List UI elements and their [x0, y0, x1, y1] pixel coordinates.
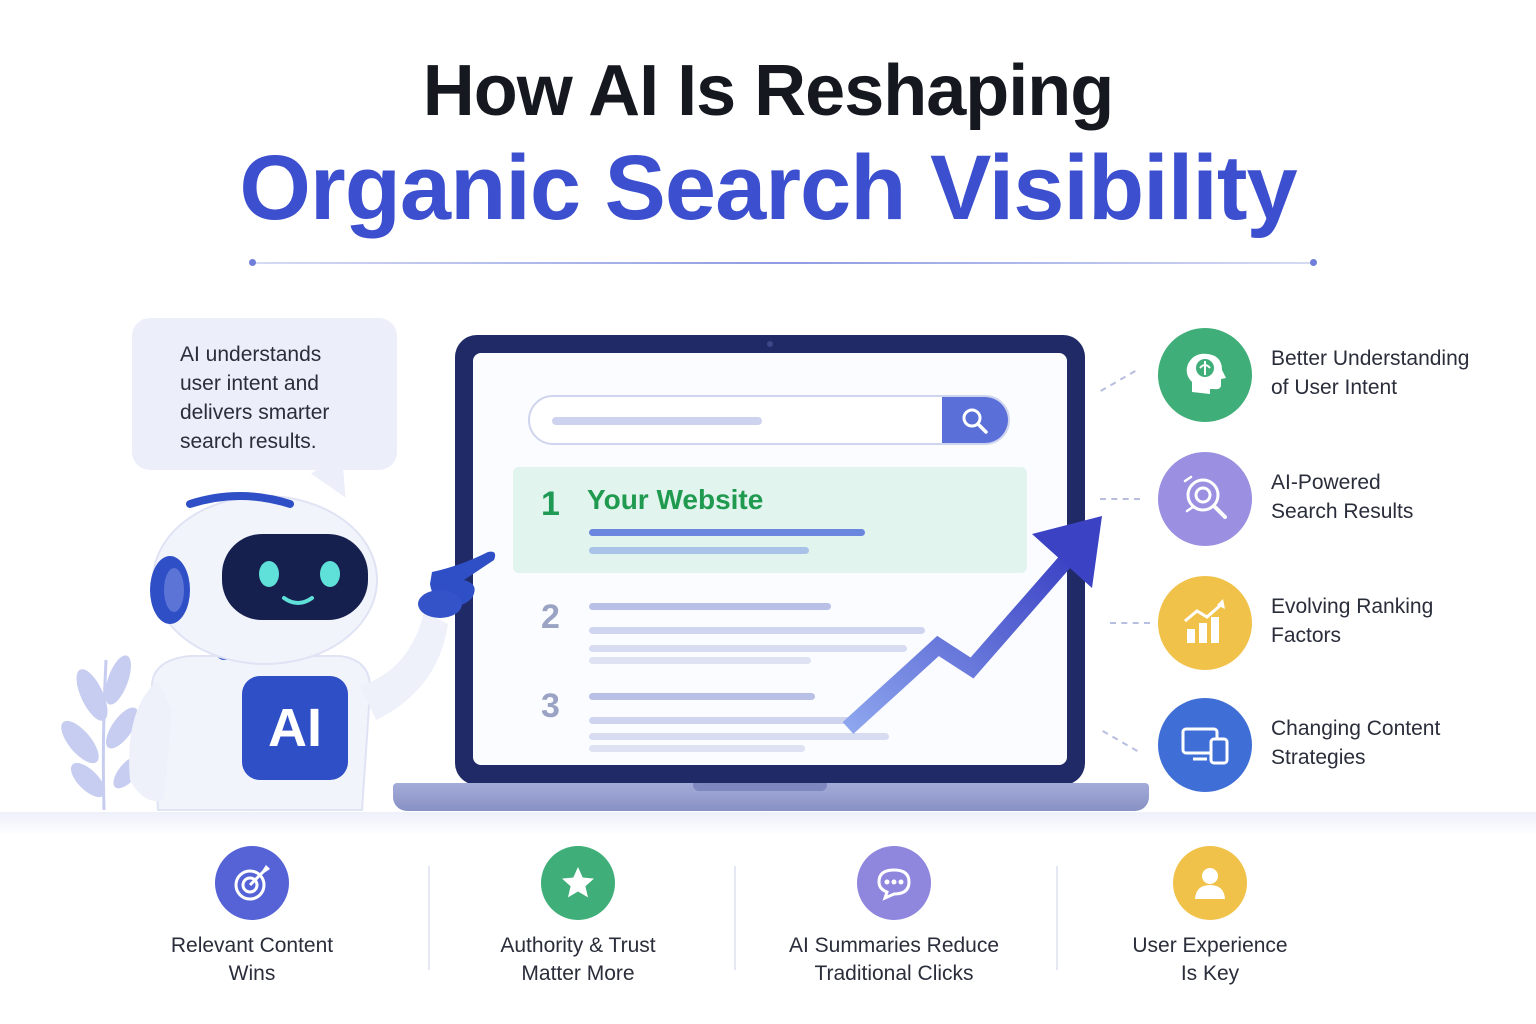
bottom-line: Matter More: [521, 962, 635, 985]
bottom-line: Relevant Content: [170, 934, 334, 957]
bottom-item-relevant-content: Relevant Content Wins: [92, 846, 412, 988]
chat-icon: [857, 846, 931, 920]
feature-connector: [1100, 498, 1140, 500]
result-line: [589, 547, 809, 554]
feature-line: AI-Powered: [1271, 471, 1381, 494]
page-subtitle: Organic Search Visibility: [239, 137, 1297, 239]
feature-text: Better Understanding of User Intent: [1271, 344, 1496, 402]
bubble-line: delivers smarter: [180, 401, 330, 424]
feature-line: Changing Content: [1271, 717, 1441, 740]
feature-item-content: Changing Content Strategies: [1158, 698, 1498, 794]
result-line: [589, 693, 815, 700]
result-title: Your Website: [587, 484, 764, 515]
target-icon: [215, 846, 289, 920]
feature-text: AI-Powered Search Results: [1271, 468, 1496, 526]
page-title: How AI Is Reshaping: [422, 51, 1114, 131]
divider-dot-left: [249, 259, 256, 266]
robot-chest-label: AI: [268, 698, 322, 758]
laptop: 1 Your Website 2 3: [455, 335, 1085, 785]
feature-item-user-intent: Better Understanding of User Intent: [1158, 328, 1498, 424]
feature-connector: [1110, 622, 1150, 624]
bubble-line: search results.: [180, 430, 317, 453]
feature-line: Strategies: [1271, 746, 1366, 769]
search-result-1[interactable]: 1 Your Website: [513, 467, 1027, 573]
laptop-camera: [767, 341, 773, 347]
feature-item-ranking: Evolving Ranking Factors: [1158, 576, 1498, 672]
robot-illustration: [61, 492, 496, 811]
search-button[interactable]: [942, 397, 1008, 443]
result-line: [589, 745, 805, 752]
search-placeholder-line: [552, 417, 762, 425]
column-separator: [1056, 866, 1058, 970]
title-divider: [254, 262, 1314, 264]
result-line: [589, 657, 811, 664]
search-icon: [962, 408, 988, 434]
growth-chart-icon: [1158, 576, 1252, 670]
result-line: [589, 627, 925, 634]
user-icon: [1173, 846, 1247, 920]
result-line: [589, 603, 831, 610]
result-line: [589, 529, 865, 536]
feature-item-ai-search: AI-Powered Search Results: [1158, 452, 1498, 548]
bottom-line: AI Summaries Reduce: [788, 934, 1000, 957]
bottom-text: Relevant Content Wins: [92, 932, 412, 988]
bottom-item-user-experience: User Experience Is Key: [1050, 846, 1370, 988]
feature-text: Evolving Ranking Factors: [1271, 592, 1496, 650]
feature-connector: [1100, 370, 1136, 392]
result-rank: 3: [541, 687, 560, 725]
target-search-icon: [1158, 452, 1252, 546]
bottom-text: AI Summaries Reduce Traditional Clicks: [734, 932, 1054, 988]
bottom-line: Wins: [228, 962, 276, 985]
bubble-line: AI understands: [180, 343, 322, 366]
bottom-item-ai-summaries: AI Summaries Reduce Traditional Clicks: [734, 846, 1054, 988]
feature-line: Better Understanding: [1271, 347, 1470, 370]
laptop-base: [393, 783, 1149, 811]
bottom-line: Is Key: [1180, 962, 1240, 985]
bottom-item-authority: Authority & Trust Matter More: [418, 846, 738, 988]
feature-line: Evolving Ranking: [1271, 595, 1434, 618]
feature-text: Changing Content Strategies: [1271, 714, 1496, 772]
bottom-line: Traditional Clicks: [814, 962, 974, 985]
speech-bubble: AI understands user intent and delivers …: [132, 318, 397, 470]
feature-connector: [1102, 730, 1138, 752]
result-line: [589, 717, 857, 724]
devices-icon: [1158, 698, 1252, 792]
divider-dot-right: [1310, 259, 1317, 266]
bottom-line: User Experience: [1132, 934, 1288, 957]
column-separator: [428, 866, 430, 970]
feature-line: Search Results: [1271, 500, 1414, 523]
result-line: [589, 645, 907, 652]
result-rank: 2: [541, 598, 560, 636]
bottom-text: User Experience Is Key: [1050, 932, 1370, 988]
bottom-line: Authority & Trust: [500, 934, 656, 957]
feature-line: Factors: [1271, 624, 1342, 647]
brain-head-icon: [1158, 328, 1252, 422]
bottom-text: Authority & Trust Matter More: [418, 932, 738, 988]
laptop-screen: 1 Your Website 2 3: [473, 353, 1067, 765]
search-bar[interactable]: [528, 395, 1010, 445]
ground-shelf: [0, 812, 1536, 836]
star-icon: [541, 846, 615, 920]
bubble-line: user intent and: [180, 372, 319, 395]
laptop-notch: [693, 783, 827, 791]
column-separator: [734, 866, 736, 970]
result-line: [589, 733, 889, 740]
result-rank: 1: [541, 485, 560, 523]
feature-line: of User Intent: [1271, 376, 1398, 399]
